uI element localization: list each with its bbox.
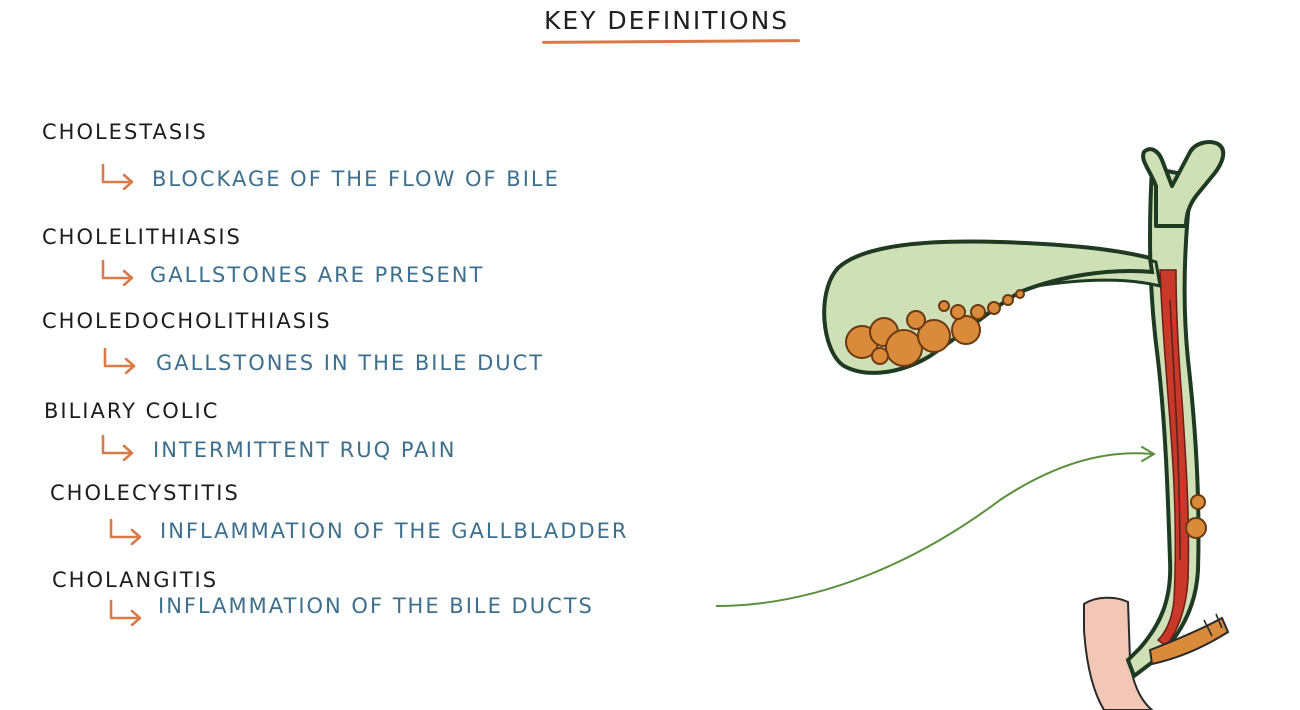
pointer-line [715, 452, 1153, 607]
hooked-arrow-icon [101, 259, 134, 286]
common-bile-duct [1125, 165, 1201, 680]
term-cholecystitis: CHOLECYSTITIS [50, 481, 240, 505]
hooked-arrow-icon [109, 599, 142, 626]
page-title: KEY DEFINITIONS [544, 6, 790, 35]
duct-stones [1185, 494, 1207, 539]
hooked-arrow-icon [101, 163, 134, 190]
definition-biliary-colic: INTERMITTENT RUQ PAIN [153, 438, 457, 462]
term-cholelithiasis: CHOLELITHIASIS [42, 225, 242, 249]
duodenum [1083, 596, 1154, 710]
gallstones [845, 289, 1025, 367]
term-cholangitis: CHOLANGITIS [52, 568, 219, 592]
hooked-arrow-icon [109, 518, 142, 545]
hooked-arrow-icon [103, 347, 136, 374]
term-cholestasis: CHOLESTASIS [42, 120, 208, 144]
definition-cholangitis: INFLAMMATION OF THE BILE DUCTS [158, 594, 594, 618]
hooked-arrow-icon [101, 434, 134, 461]
definition-cholestasis: BLOCKAGE OF THE FLOW OF BILE [152, 167, 560, 191]
hepatic-ducts [1141, 140, 1226, 228]
definition-choledocholithiasis: GALLSTONES IN THE BILE DUCT [156, 351, 545, 375]
term-biliary-colic: BILIARY COLIC [44, 399, 220, 423]
term-choledocholithiasis: CHOLEDOCHOLITHIASIS [42, 309, 332, 333]
definition-cholecystitis: INFLAMMATION OF THE GALLBLADDER [160, 519, 629, 543]
definition-cholelithiasis: GALLSTONES ARE PRESENT [150, 263, 485, 287]
